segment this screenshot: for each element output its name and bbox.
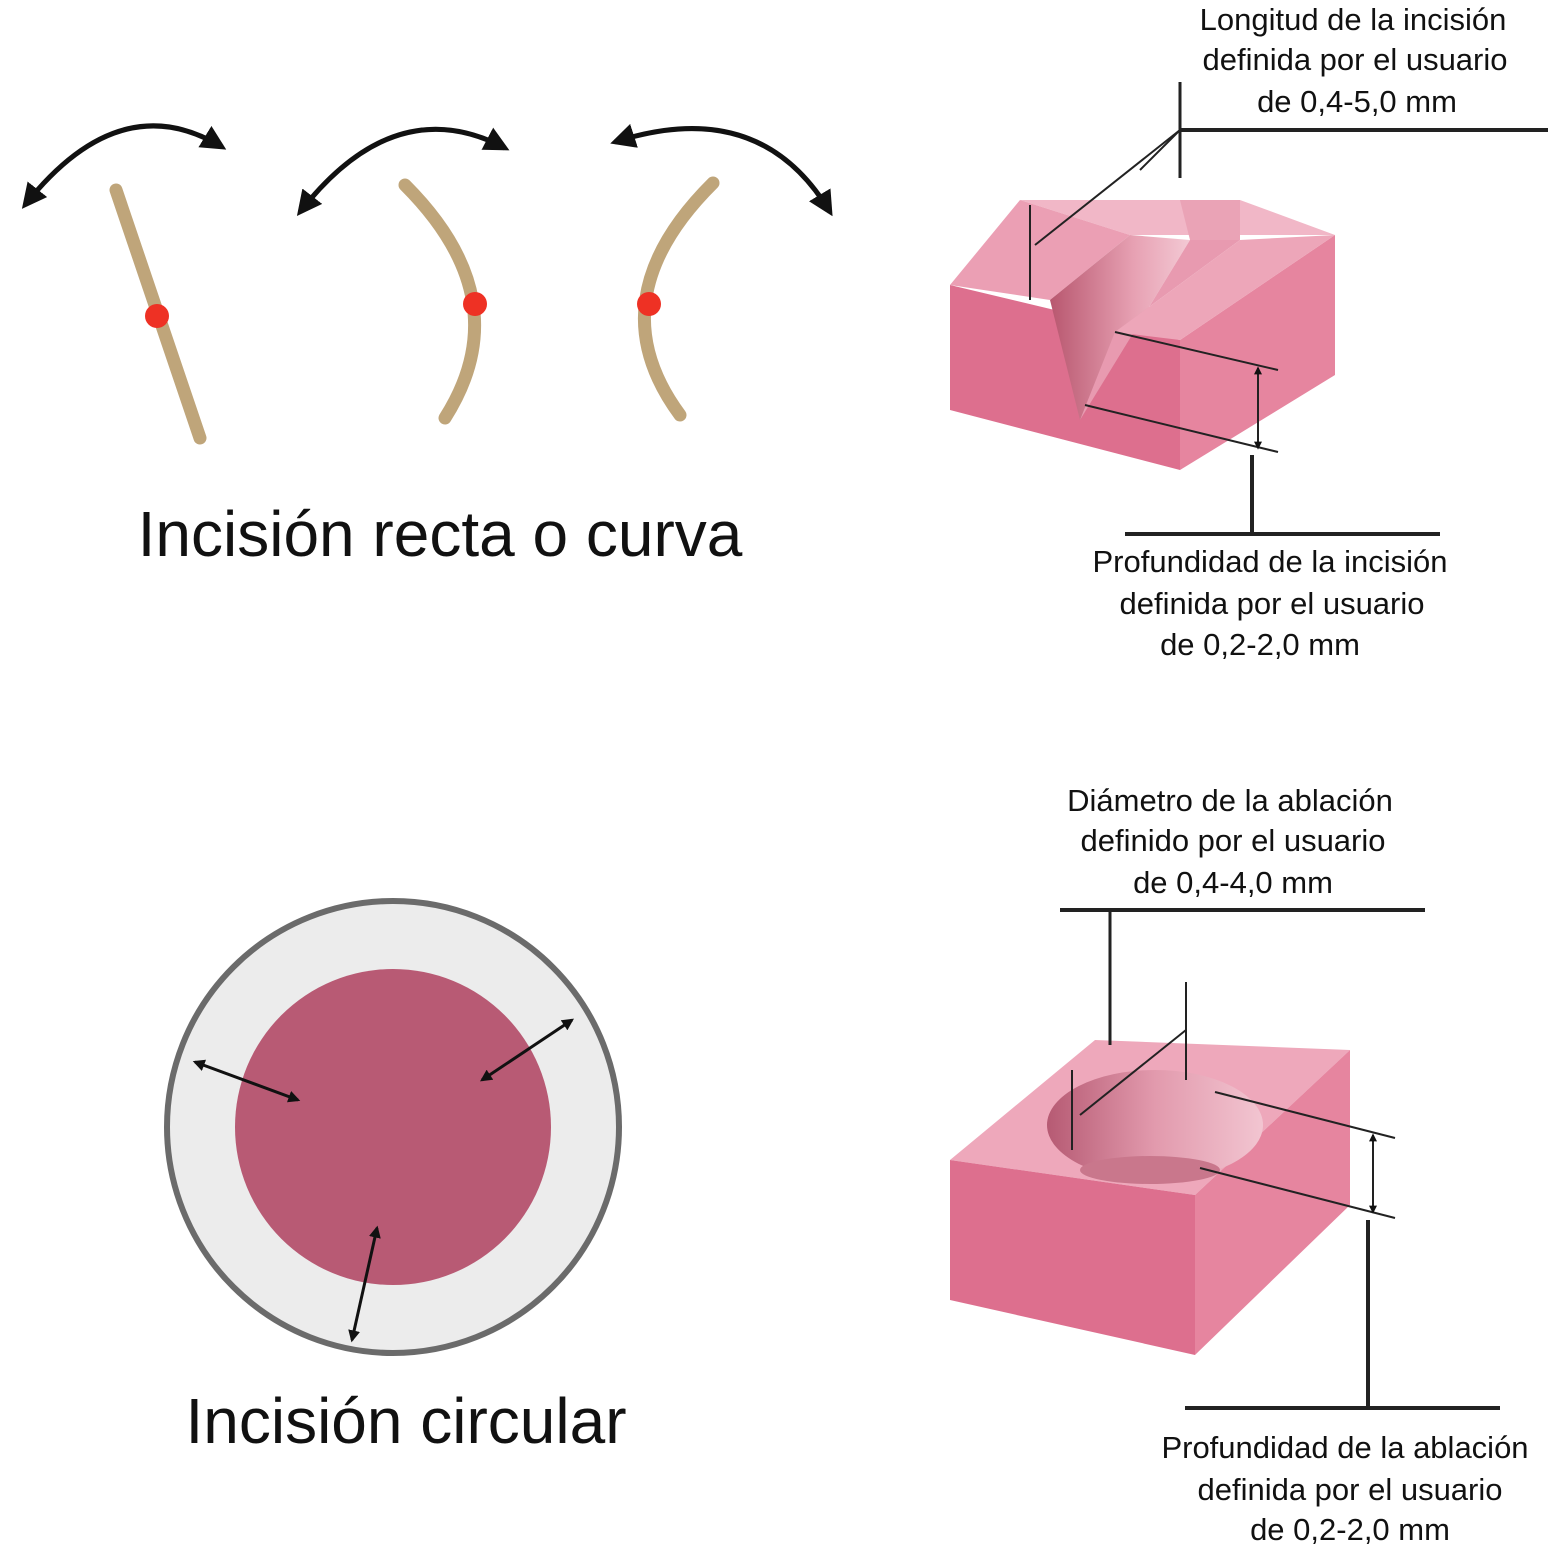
radial-arrow-upper-left xyxy=(192,1059,301,1103)
circular-incision xyxy=(164,898,622,1356)
caption-circular: Incisión circular xyxy=(185,1385,626,1457)
ablation-hole-bottom xyxy=(1080,1156,1220,1184)
v-groove-block xyxy=(950,200,1335,470)
label-ablation-diameter-2: definido por el usuario xyxy=(1080,823,1385,858)
incision-center-dot xyxy=(145,304,169,328)
caption-straight-or-curved: Incisión recta o curva xyxy=(138,498,743,570)
label-ablation-diameter-1: Diámetro de la ablación xyxy=(1067,783,1393,818)
rotation-arrow-left xyxy=(21,123,227,209)
label-incision-depth-1: Profundidad de la incisión xyxy=(1092,544,1447,579)
ablation-depth-dimension xyxy=(1185,1091,1500,1410)
label-incision-depth-3: de 0,2-2,0 mm xyxy=(1160,627,1360,662)
rotation-arrow-middle xyxy=(296,126,510,216)
label-ablation-diameter-3: de 0,4-4,0 mm xyxy=(1133,865,1333,900)
label-incision-depth-2: definida por el usuario xyxy=(1119,586,1424,621)
radial-arrow-upper-right xyxy=(480,1018,574,1082)
ablation-block xyxy=(950,1040,1350,1355)
incision-center-dot xyxy=(637,292,661,316)
label-incision-length-1: Longitud de la incisión xyxy=(1200,2,1507,37)
ablation-zone xyxy=(235,969,551,1285)
rotation-arrow-right xyxy=(610,123,833,217)
label-ablation-depth-1: Profundidad de la ablación xyxy=(1161,1430,1528,1465)
ablation-diameter-dimension xyxy=(1060,908,1425,1150)
label-incision-length-2: definida por el usuario xyxy=(1202,42,1507,77)
incision-length-dimension xyxy=(1029,82,1548,300)
straight-incision xyxy=(21,123,227,445)
label-incision-length-3: de 0,4-5,0 mm xyxy=(1257,84,1457,119)
curved-incision-convex-right xyxy=(296,126,510,425)
label-ablation-depth-3: de 0,2-2,0 mm xyxy=(1250,1512,1450,1547)
radial-arrow-bottom xyxy=(348,1225,381,1343)
curved-incision-convex-left xyxy=(610,123,833,422)
label-ablation-depth-2: definida por el usuario xyxy=(1197,1472,1502,1507)
incision-center-dot xyxy=(463,292,487,316)
incision-depth-dimension xyxy=(1084,331,1440,536)
